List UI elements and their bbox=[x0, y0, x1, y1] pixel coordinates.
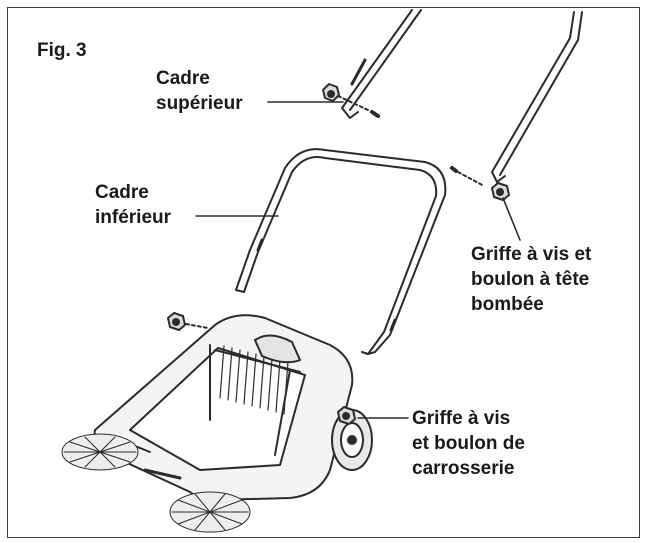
label-upper-frame: Cadre supérieur bbox=[156, 66, 243, 116]
label-knob-bolt-carriage-line3: carrosserie bbox=[412, 458, 515, 479]
lower-knob-left bbox=[167, 312, 209, 331]
lower-knob-right bbox=[337, 406, 356, 425]
sweeper-body bbox=[93, 314, 354, 501]
label-knob-bolt-carriage: Griffe à vis et boulon de carrosserie bbox=[412, 406, 525, 481]
figure-title: Fig. 3 bbox=[37, 40, 87, 61]
label-upper-frame-line2: supérieur bbox=[156, 93, 243, 114]
label-knob-bolt-dome: Griffe à vis et boulon à tête bombée bbox=[471, 242, 591, 317]
label-lower-frame: Cadre inférieur bbox=[95, 180, 171, 230]
leader-knob-dome bbox=[502, 197, 521, 241]
upper-knob-right bbox=[450, 166, 510, 201]
lower-frame bbox=[235, 148, 447, 355]
label-knob-bolt-dome-line1: Griffe à vis et bbox=[471, 244, 592, 265]
label-lower-frame-line2: inférieur bbox=[95, 207, 172, 228]
upper-frame bbox=[341, 9, 583, 183]
upper-knob-left bbox=[322, 83, 380, 118]
side-brush-right bbox=[169, 491, 251, 533]
label-knob-bolt-carriage-line2: et boulon de bbox=[412, 433, 525, 454]
side-brush-left bbox=[61, 433, 139, 471]
rear-wheel bbox=[331, 409, 373, 471]
label-upper-frame-line1: Cadre bbox=[156, 68, 210, 89]
label-knob-bolt-dome-line2: boulon à tête bbox=[471, 269, 590, 290]
label-knob-bolt-carriage-line1: Griffe à vis bbox=[412, 408, 511, 429]
label-knob-bolt-dome-line3: bombée bbox=[471, 294, 544, 315]
label-lower-frame-line1: Cadre bbox=[95, 182, 149, 203]
